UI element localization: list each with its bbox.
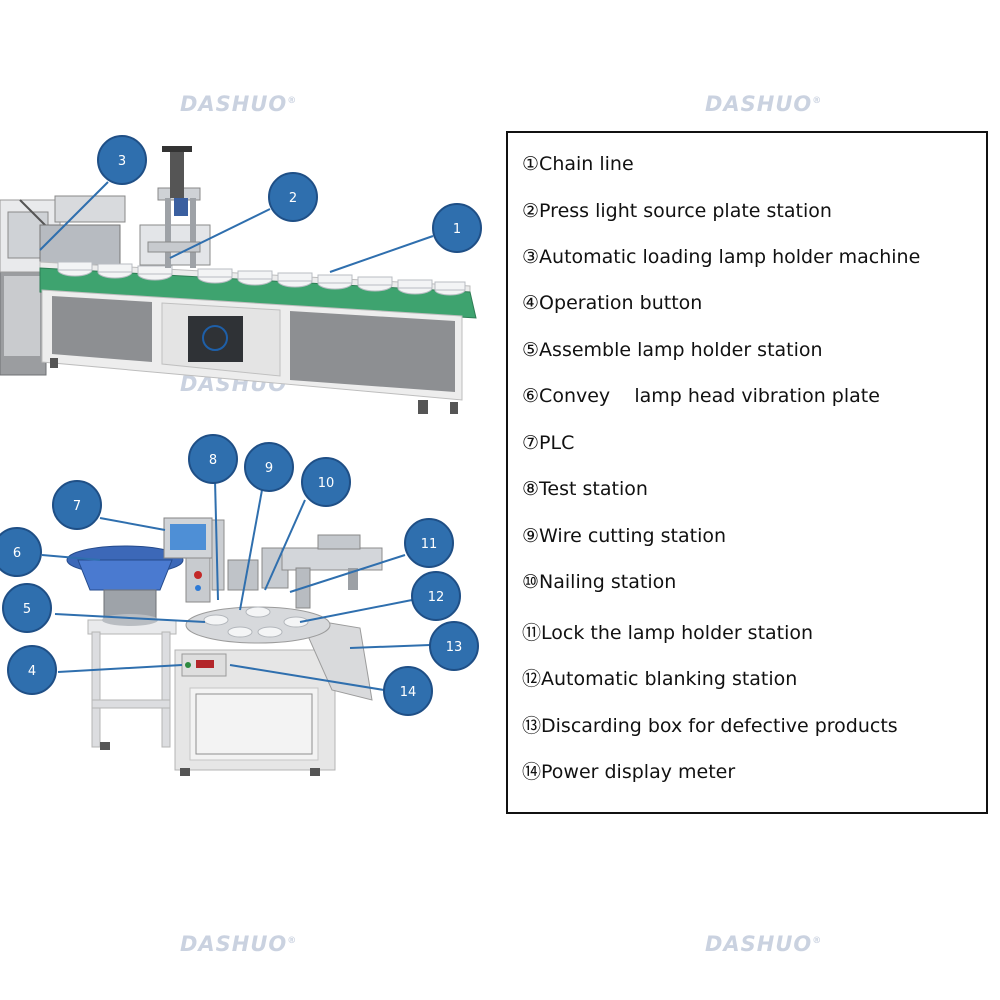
svg-text:3: 3 xyxy=(118,154,126,169)
legend-item-4: ④Operation button xyxy=(522,292,703,314)
callout-badge-4: 4 xyxy=(7,645,57,695)
legend-item-13: ⑬Discarding box for defective products xyxy=(522,715,898,737)
svg-text:1: 1 xyxy=(453,222,461,237)
callout-badge-8: 8 xyxy=(188,434,238,484)
legend-item-14: ⑭Power display meter xyxy=(522,761,736,783)
legend-item-7: ⑦PLC xyxy=(522,432,575,454)
legend-item-2: ②Press light source plate station xyxy=(522,200,832,222)
leader-lines xyxy=(39,181,434,691)
legend-item-12: ⑫Automatic blanking station xyxy=(522,668,798,690)
legend-item-10: ⑩Nailing station xyxy=(522,571,677,593)
callout-badge-1: 1 xyxy=(432,203,482,253)
legend-item-11: ⑪Lock the lamp holder station xyxy=(522,622,814,644)
rotary-machine-photo xyxy=(66,517,383,776)
svg-text:12: 12 xyxy=(428,590,445,605)
svg-text:14: 14 xyxy=(400,685,417,700)
legend-item-5: ⑤Assemble lamp holder station xyxy=(522,339,823,361)
callout-badge-6: 6 xyxy=(0,527,42,577)
assembly-line-photo xyxy=(0,146,477,414)
svg-text:13: 13 xyxy=(446,640,463,655)
callout-badge-14: 14 xyxy=(383,666,433,716)
svg-text:6: 6 xyxy=(13,546,21,561)
callout-badges: 1 2 3 4 5 6 7 xyxy=(0,135,482,716)
legend-box: ①Chain line ②Press light source plate st… xyxy=(506,131,988,814)
svg-text:7: 7 xyxy=(73,499,81,514)
svg-text:8: 8 xyxy=(209,453,217,468)
legend-item-1: ①Chain line xyxy=(522,153,634,175)
watermark-logo: DASHUO® xyxy=(705,92,823,116)
watermark-logo: DASHUO® xyxy=(180,92,298,116)
callout-badge-12: 12 xyxy=(411,571,461,621)
svg-text:5: 5 xyxy=(23,602,31,617)
svg-text:9: 9 xyxy=(265,461,273,476)
svg-text:2: 2 xyxy=(289,191,297,206)
legend-item-3: ③Automatic loading lamp holder machine xyxy=(522,246,921,268)
callout-badge-3: 3 xyxy=(97,135,147,185)
legend-item-8: ⑧Test station xyxy=(522,478,648,500)
svg-text:10: 10 xyxy=(318,476,335,491)
watermark-logo: DASHUO® xyxy=(705,932,823,956)
callout-badge-9: 9 xyxy=(244,442,294,492)
watermark-logo: DASHUO® xyxy=(180,932,298,956)
callout-badge-10: 10 xyxy=(301,457,351,507)
callout-badge-7: 7 xyxy=(52,480,102,530)
callout-badge-13: 13 xyxy=(429,621,479,671)
callout-badge-11: 11 xyxy=(404,518,454,568)
legend-item-9: ⑨Wire cutting station xyxy=(522,525,727,547)
callout-badge-2: 2 xyxy=(268,172,318,222)
legend-item-6: ⑥Convey lamp head vibration plate xyxy=(522,385,880,407)
callout-badge-5: 5 xyxy=(2,583,52,633)
svg-text:4: 4 xyxy=(28,664,36,679)
svg-text:11: 11 xyxy=(421,537,438,552)
